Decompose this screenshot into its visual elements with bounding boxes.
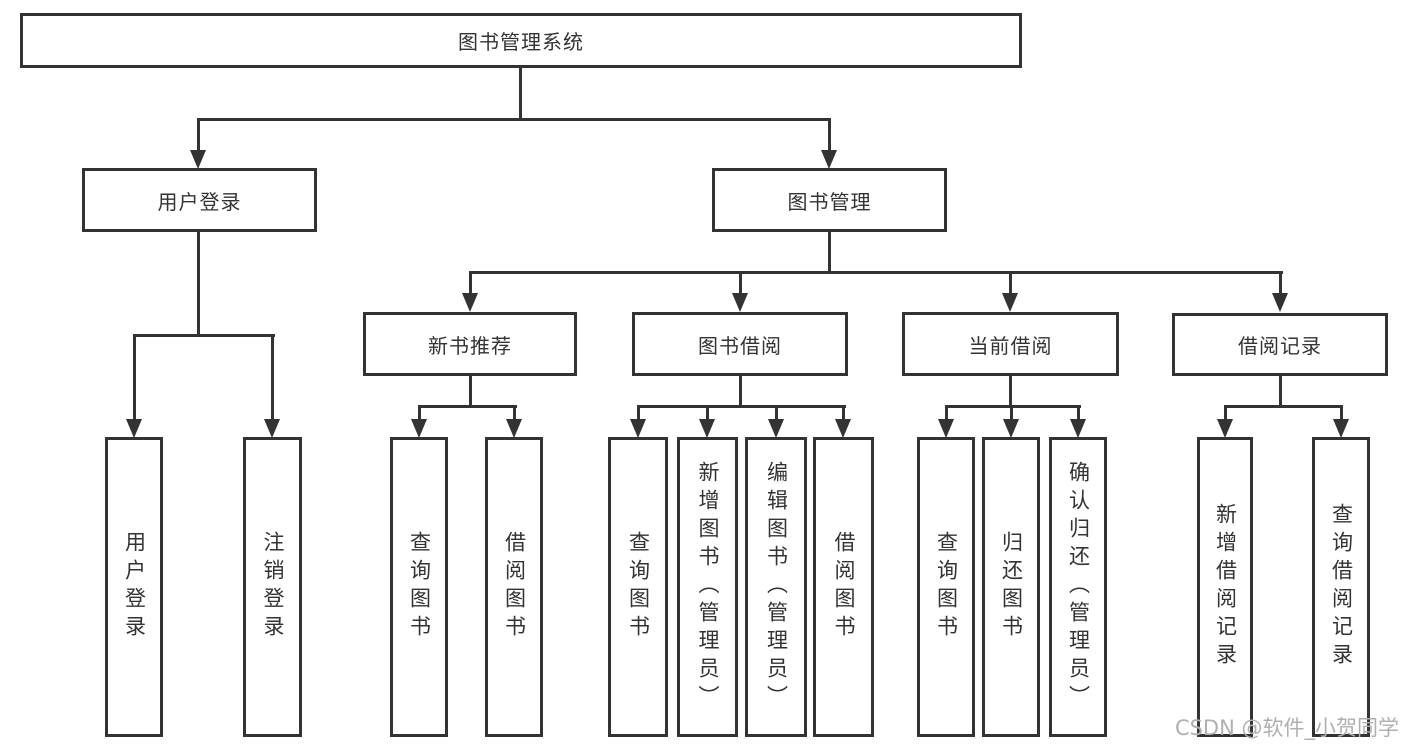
connector-line <box>1279 376 1282 408</box>
leaf-query-borrow-record: 查询借阅记录 <box>1312 437 1370 737</box>
arrow-down-icon <box>1003 419 1019 438</box>
node-borrowing-records: 借阅记录 <box>1172 313 1388 376</box>
node-book-management: 图书管理 <box>712 168 947 232</box>
leaf-add-borrow-record: 新增借阅记录 <box>1197 437 1253 737</box>
connector-line <box>1340 405 1343 421</box>
arrow-down-icon <box>630 419 646 438</box>
arrow-down-icon <box>462 293 478 312</box>
leaf-borrowing-borrow-books: 借阅图书 <box>813 437 874 737</box>
connector-line <box>1010 405 1013 421</box>
node-book-borrowing: 图书借阅 <box>632 312 848 376</box>
arrow-down-icon <box>768 419 784 438</box>
arrow-down-icon <box>821 150 837 169</box>
arrow-down-icon <box>835 419 851 438</box>
arrow-down-icon <box>126 419 142 438</box>
leaf-recommend-borrow-books: 借阅图书 <box>485 437 543 737</box>
connector-line <box>739 376 742 408</box>
connector-line <box>513 405 516 421</box>
arrow-down-icon <box>1002 293 1018 312</box>
leaf-confirm-return-admin: 确认归还（管理员） <box>1049 437 1107 737</box>
connector-line <box>1224 405 1343 408</box>
connector-line <box>637 405 846 408</box>
connector-line <box>418 405 517 408</box>
leaf-current-query-books: 查询图书 <box>917 437 975 737</box>
node-root: 图书管理系统 <box>20 13 1022 68</box>
connector-line <box>739 271 742 297</box>
connector-line <box>1009 376 1012 408</box>
connector-line <box>418 405 421 421</box>
arrow-down-icon <box>1333 419 1349 438</box>
connector-line <box>1279 271 1282 297</box>
arrow-down-icon <box>732 293 748 312</box>
connector-line <box>842 405 845 421</box>
leaf-add-books-admin: 新增图书（管理员） <box>677 437 738 737</box>
connector-line <box>469 271 1283 274</box>
connector-line <box>1224 405 1227 421</box>
leaf-edit-books-admin: 编辑图书（管理员） <box>745 437 807 737</box>
connector-line <box>197 118 831 121</box>
connector-line <box>775 405 778 421</box>
connector-line <box>197 232 200 337</box>
arrow-down-icon <box>190 150 206 169</box>
node-user-login: 用户登录 <box>82 168 317 232</box>
node-current-borrowing: 当前借阅 <box>902 312 1119 376</box>
leaf-recommend-query-books: 查询图书 <box>390 437 448 737</box>
csdn-watermark: CSDN @软件_小贺同学 <box>1174 716 1399 740</box>
arrow-down-icon <box>411 419 427 438</box>
leaf-user-login: 用户登录 <box>105 437 163 737</box>
arrow-down-icon <box>1070 419 1086 438</box>
arrow-down-icon <box>1217 419 1233 438</box>
connector-line <box>469 271 472 297</box>
arrow-down-icon <box>938 419 954 438</box>
connector-line <box>469 376 472 408</box>
leaf-logout: 注销登录 <box>243 437 302 737</box>
leaf-borrowing-query-books: 查询图书 <box>608 437 668 737</box>
connector-line <box>197 118 200 152</box>
connector-line <box>637 405 640 421</box>
connector-line <box>706 405 709 421</box>
arrow-down-icon <box>506 419 522 438</box>
connector-line <box>828 118 831 152</box>
node-new-book-recommend: 新书推荐 <box>363 312 577 376</box>
arrow-down-icon <box>1272 293 1288 312</box>
connector-line <box>945 405 1081 408</box>
leaf-return-books: 归还图书 <box>982 437 1040 737</box>
connector-line <box>519 68 522 120</box>
connector-line <box>133 334 275 337</box>
connector-line <box>945 405 948 421</box>
connector-line <box>271 334 274 421</box>
arrow-down-icon <box>699 419 715 438</box>
arrow-down-icon <box>264 419 280 438</box>
connector-line <box>828 232 831 274</box>
connector-line <box>133 334 136 421</box>
connector-line <box>1077 405 1080 421</box>
connector-line <box>1009 271 1012 297</box>
